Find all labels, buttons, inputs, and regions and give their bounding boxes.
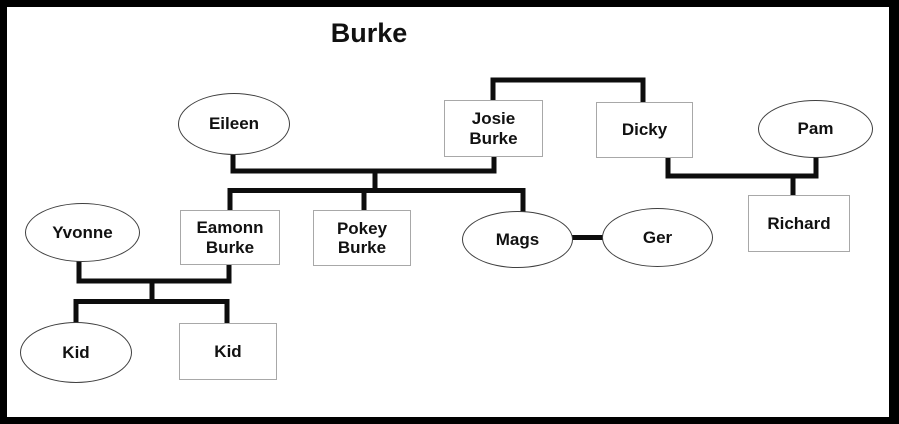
connector-union-dicky-pam [665, 152, 819, 179]
connector-children-bracket-yvonne-eamonn [73, 299, 230, 326]
diagram-title: Burke [330, 18, 408, 48]
node-eileen[interactable]: Eileen [178, 93, 290, 155]
node-pokey-burke[interactable]: Pokey Burke [313, 210, 411, 266]
node-yvonne[interactable]: Yvonne [25, 203, 140, 262]
node-dicky[interactable]: Dicky [596, 102, 693, 158]
connector-union-eileen-josie [230, 152, 497, 174]
connector-sibling-bracket-josie-dicky [490, 77, 646, 104]
node-mags[interactable]: Mags [462, 211, 573, 268]
node-kid-2[interactable]: Kid [179, 323, 277, 380]
node-richard[interactable]: Richard [748, 195, 850, 252]
node-ger[interactable]: Ger [602, 208, 713, 267]
connector-children-bracket-eileen-josie [227, 188, 526, 213]
node-pam[interactable]: Pam [758, 100, 873, 158]
node-kid-1[interactable]: Kid [20, 322, 132, 383]
node-josie-burke[interactable]: Josie Burke [444, 100, 543, 157]
node-eamonn-burke[interactable]: Eamonn Burke [180, 210, 280, 265]
